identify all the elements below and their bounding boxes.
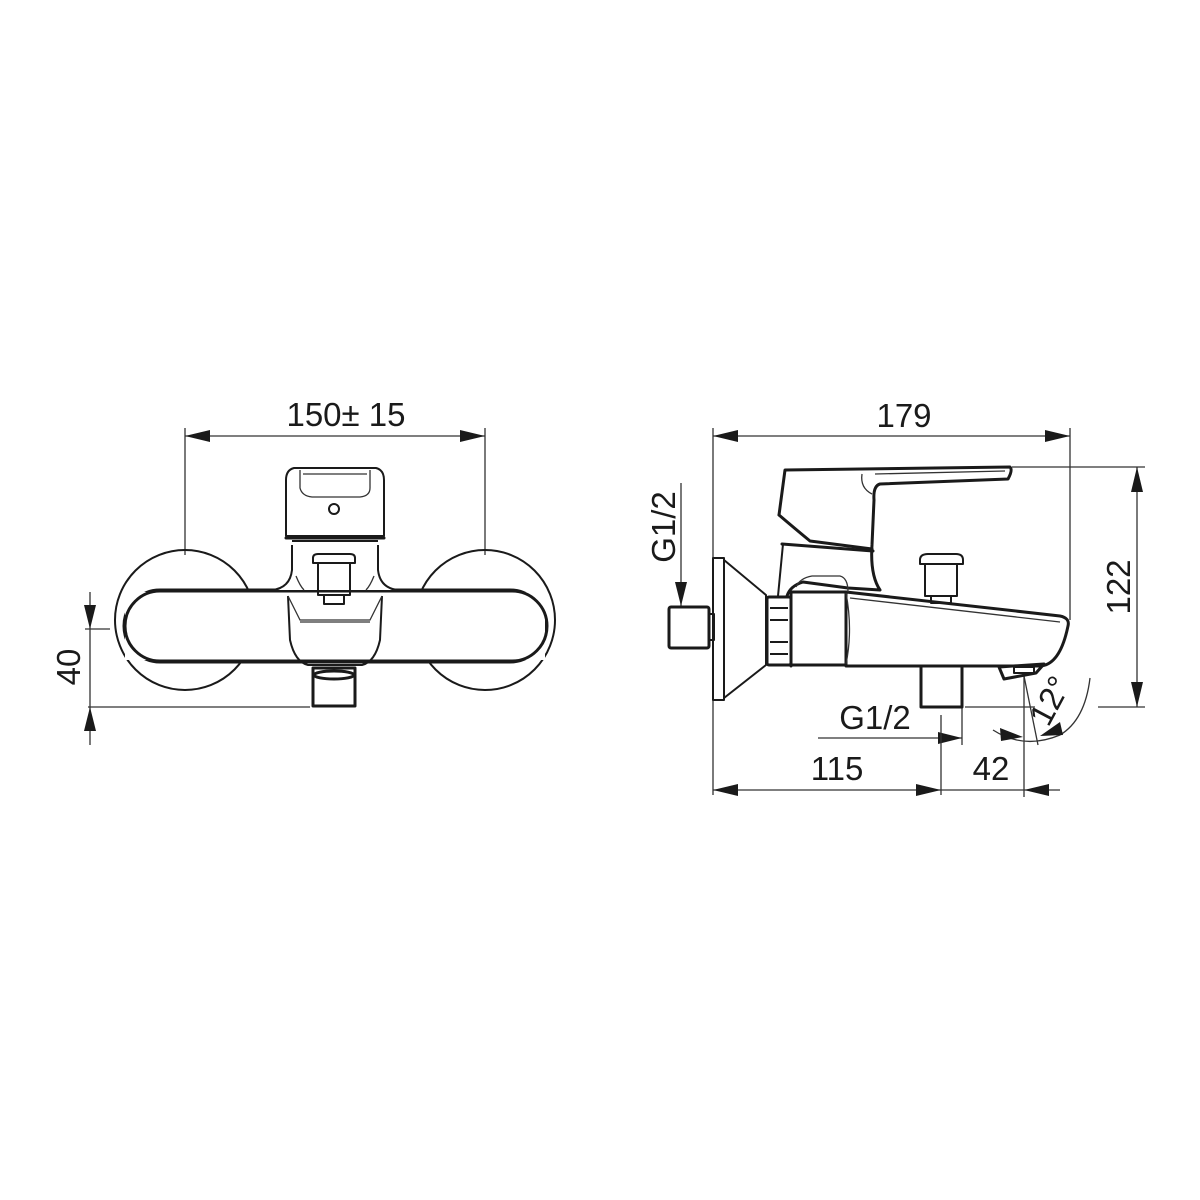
outlet-spigot xyxy=(311,666,357,708)
bath-spout xyxy=(844,590,1070,668)
dimension-label-spout-angle: 12° xyxy=(1022,670,1078,731)
front-view: 150± 15 40 xyxy=(50,396,556,745)
dimension-center-distance: 150± 15 xyxy=(184,396,486,555)
bottom-outlet xyxy=(919,664,964,709)
dimension-outlet-distance: 115 xyxy=(713,715,942,796)
diverter-knob-cap xyxy=(919,553,964,565)
dimension-label-outlet-distance: 115 xyxy=(811,750,864,787)
dimension-label-spout-distance: 42 xyxy=(973,750,1010,787)
inlet-connector xyxy=(667,605,711,650)
dimension-label-center-distance: 150± 15 xyxy=(286,396,405,433)
dimension-spout-distance: 42 xyxy=(941,676,1060,797)
housing-left-flare xyxy=(271,545,293,591)
diverter-knob-cap xyxy=(312,553,356,564)
dimension-outlet-thread: G1/2 xyxy=(818,699,963,745)
mixer-body-block xyxy=(789,590,848,667)
dimension-label-overall-height: 122 xyxy=(1100,559,1137,614)
diverter-knob-stem xyxy=(924,563,958,597)
dimension-inlet-thread: G1/2 xyxy=(645,483,687,606)
cartridge-column xyxy=(777,465,1013,598)
handle-indicator-dot xyxy=(328,503,340,515)
diverter-housing xyxy=(287,595,383,666)
spout-aerator xyxy=(997,662,1046,681)
dimension-depth-offset: 40 xyxy=(50,592,310,745)
dimension-label-overall-length: 179 xyxy=(876,397,931,434)
housing-right-flare xyxy=(377,545,399,591)
dimension-label-inlet-thread: G1/2 xyxy=(645,491,682,563)
lever-handle xyxy=(285,467,385,537)
wall-flange-cone xyxy=(723,559,767,699)
dimension-overall-length: 179 xyxy=(712,397,1071,795)
dimension-label-depth-offset: 40 xyxy=(50,649,87,686)
dimension-label-outlet-thread: G1/2 xyxy=(839,699,911,736)
side-view: 179 122 G1/2 G1/2 xyxy=(645,397,1145,797)
dimension-overall-height: 122 xyxy=(965,466,1145,708)
